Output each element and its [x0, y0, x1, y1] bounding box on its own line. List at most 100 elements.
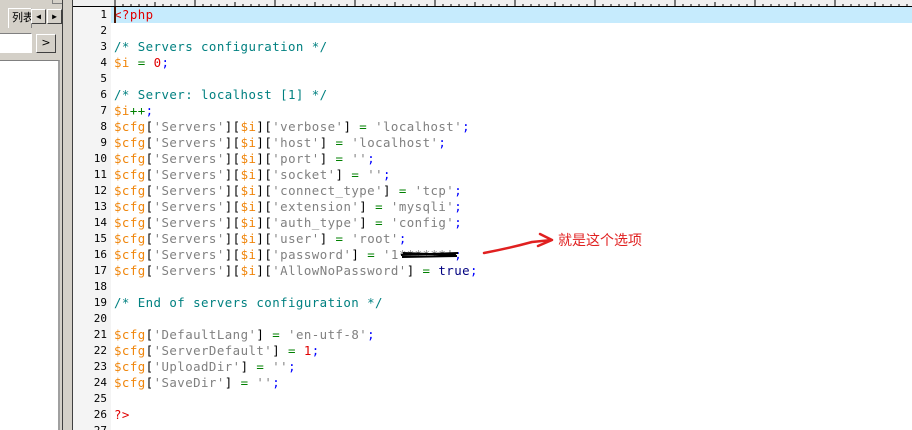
tab-scroll-left-icon[interactable]: ◀ — [31, 9, 46, 24]
code-token: ; — [454, 183, 463, 198]
code-token: 'socket' — [272, 167, 336, 182]
code-token: ] — [224, 375, 233, 390]
code-token: [ — [145, 215, 154, 230]
code-token: ; — [454, 199, 463, 214]
code-token: 'localhost' — [375, 119, 463, 134]
code-token: $cfg — [114, 119, 146, 134]
line-number: 24 — [93, 376, 107, 389]
line-number: 8 — [100, 120, 107, 133]
code-line[interactable]: /* End of servers configuration */ — [114, 295, 912, 311]
go-button[interactable]: > — [36, 34, 56, 53]
panel-splitter[interactable] — [62, 0, 73, 430]
code-line[interactable]: $cfg['Servers'][$i]['host'] = 'localhost… — [114, 135, 912, 151]
code-line[interactable]: $cfg['DefaultLang'] = 'en-utf-8'; — [114, 327, 912, 343]
code-line[interactable] — [114, 279, 912, 295]
tab-list[interactable]: 列表 — [8, 8, 32, 28]
code-token: = — [327, 231, 352, 246]
code-token: ] — [406, 263, 415, 278]
code-line[interactable]: <?php — [111, 7, 912, 23]
code-token: ][ — [224, 151, 241, 166]
code-token: $cfg — [114, 359, 146, 374]
code-token: 'extension' — [272, 199, 360, 214]
code-token: = — [232, 375, 257, 390]
code-token: [ — [145, 327, 154, 342]
code-token: = — [280, 343, 304, 358]
line-number: 17 — [93, 264, 107, 277]
code-line[interactable]: $cfg['Servers'][$i]['port'] = ''; — [114, 151, 912, 167]
code-token: 'AllowNoPassword' — [272, 263, 407, 278]
code-token: ; — [145, 103, 154, 118]
code-token: $i — [240, 183, 257, 198]
code-line[interactable]: /* Server: localhost [1] */ — [114, 87, 912, 103]
code-line[interactable] — [114, 391, 912, 407]
code-line[interactable]: $cfg['Servers'][$i]['connect_type'] = 't… — [114, 183, 912, 199]
tab-scroll-right-icon[interactable]: ▶ — [47, 9, 62, 24]
code-line[interactable]: $cfg['Servers'][$i]['auth_type'] = 'conf… — [114, 215, 912, 231]
line-number: 15 — [93, 232, 107, 245]
file-list[interactable] — [0, 60, 60, 430]
code-token: ++ — [129, 103, 146, 118]
code-token: ][ — [256, 167, 273, 182]
code-token: ][ — [224, 231, 241, 246]
code-token: 'password' — [272, 247, 352, 262]
code-token: [ — [145, 263, 154, 278]
code-line[interactable]: $cfg['Servers'][$i]['verbose'] = 'localh… — [114, 119, 912, 135]
code-token: ; — [454, 247, 463, 262]
code-token: $cfg — [114, 199, 146, 214]
line-number: 1 — [100, 8, 107, 21]
code-token: 'Servers' — [153, 247, 225, 262]
code-token: 'host' — [272, 135, 320, 150]
code-token: ] — [359, 215, 368, 230]
code-token: 'ServerDefault' — [153, 343, 273, 358]
code-line[interactable]: $cfg['Servers'][$i]['extension'] = 'mysq… — [114, 199, 912, 215]
code-token: ][ — [256, 151, 273, 166]
code-token: 'Servers' — [153, 199, 225, 214]
path-input[interactable] — [0, 33, 32, 53]
code-token: $cfg — [114, 375, 146, 390]
code-line[interactable]: $cfg['Servers'][$i]['user'] = 'root'; — [114, 231, 912, 247]
code-token: 0 — [153, 55, 162, 70]
code-token: 'Servers' — [153, 119, 225, 134]
code-token: = — [327, 135, 352, 150]
code-token: 'verbose' — [272, 119, 344, 134]
code-line[interactable]: $cfg['UploadDir'] = ''; — [114, 359, 912, 375]
code-token: 'Servers' — [153, 215, 225, 230]
code-token: = — [248, 359, 273, 374]
code-line[interactable]: $cfg['ServerDefault'] = 1; — [114, 343, 912, 359]
code-line[interactable] — [114, 23, 912, 39]
code-line[interactable] — [114, 423, 912, 430]
line-number: 21 — [93, 328, 107, 341]
code-token: ] — [351, 247, 360, 262]
code-token: $i — [240, 167, 257, 182]
code-line[interactable]: $cfg['Servers'][$i]['socket'] = ''; — [114, 167, 912, 183]
code-line[interactable]: $cfg['Servers'][$i]['password'] = '1****… — [114, 247, 912, 263]
code-token: ] — [383, 183, 391, 198]
code-line[interactable] — [114, 311, 912, 327]
code-line[interactable]: $i = 0; — [114, 55, 912, 71]
code-token: = — [367, 215, 391, 230]
code-line[interactable]: ?> — [114, 407, 912, 423]
code-token: $cfg — [114, 327, 146, 342]
code-token: $i — [240, 247, 257, 262]
line-number: 5 — [100, 72, 107, 85]
code-line[interactable] — [114, 71, 912, 87]
code-token: = — [390, 183, 415, 198]
code-token: $i — [240, 119, 257, 134]
code-token: $i — [240, 151, 257, 166]
code-token: ; — [161, 55, 170, 70]
code-token: ; — [470, 263, 478, 278]
code-line[interactable]: $cfg['Servers'][$i]['AllowNoPassword'] =… — [114, 263, 912, 279]
code-line[interactable]: /* Servers configuration */ — [114, 39, 912, 55]
code-token: $i — [240, 199, 257, 214]
code-token: <?php — [114, 7, 154, 22]
line-number: 20 — [93, 312, 107, 325]
code-token: ][ — [256, 247, 273, 262]
code-line[interactable]: $cfg['SaveDir'] = ''; — [114, 375, 912, 391]
code-token: $cfg — [114, 183, 146, 198]
annotation-label: 就是这个选项 — [558, 233, 642, 249]
code-line[interactable]: $i++; — [114, 103, 912, 119]
line-number: 23 — [93, 360, 107, 373]
code-token: '' — [256, 375, 273, 390]
